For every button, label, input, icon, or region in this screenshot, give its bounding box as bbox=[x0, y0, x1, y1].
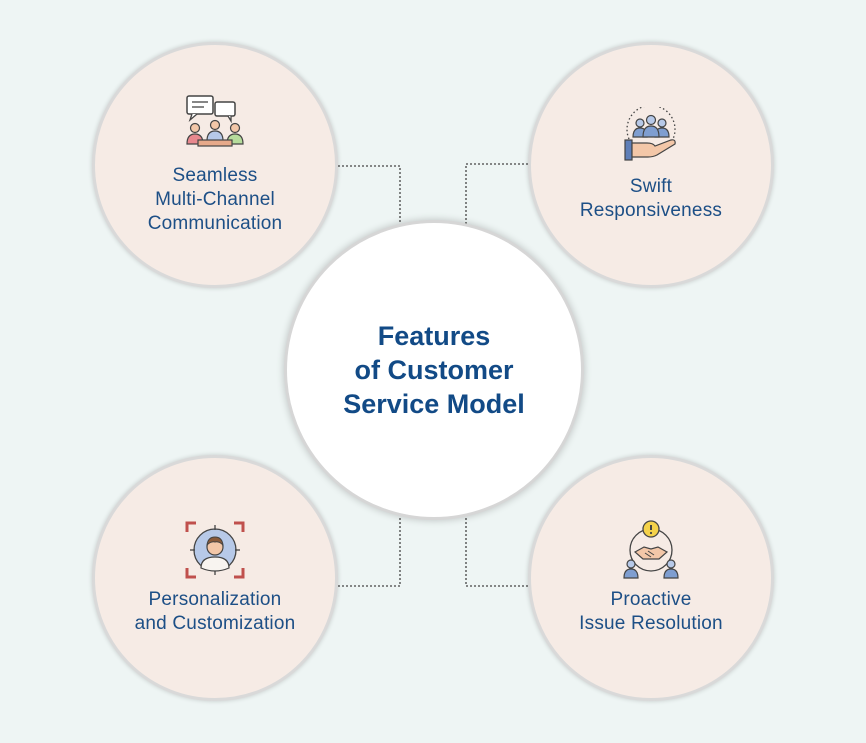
feature-multichannel: Seamless Multi-Channel Communication bbox=[92, 42, 338, 288]
feature-label: Personalization and Customization bbox=[134, 589, 296, 634]
feature-label: Proactive Issue Resolution bbox=[579, 589, 723, 634]
target-person-icon bbox=[185, 521, 245, 579]
feature-label: Swift Responsiveness bbox=[579, 176, 723, 221]
connector-top-left bbox=[338, 165, 401, 228]
feature-personalization: Personalization and Customization bbox=[92, 455, 338, 701]
feature-issue-resolution: Proactive Issue Resolution bbox=[528, 455, 774, 701]
diagram-title: Features of Customer Service Model bbox=[343, 321, 525, 419]
team-chat-icon bbox=[186, 95, 244, 147]
hand-holding-people-icon bbox=[624, 107, 676, 161]
feature-swift-responsiveness: Swift Responsiveness bbox=[528, 42, 774, 288]
connector-top-right bbox=[465, 163, 528, 228]
center-circle: Features of Customer Service Model bbox=[284, 220, 584, 520]
connector-bottom-right bbox=[465, 518, 528, 587]
feature-label: Seamless Multi-Channel Communication bbox=[147, 165, 283, 234]
handshake-alert-icon bbox=[623, 520, 679, 579]
connector-bottom-left bbox=[338, 518, 401, 587]
